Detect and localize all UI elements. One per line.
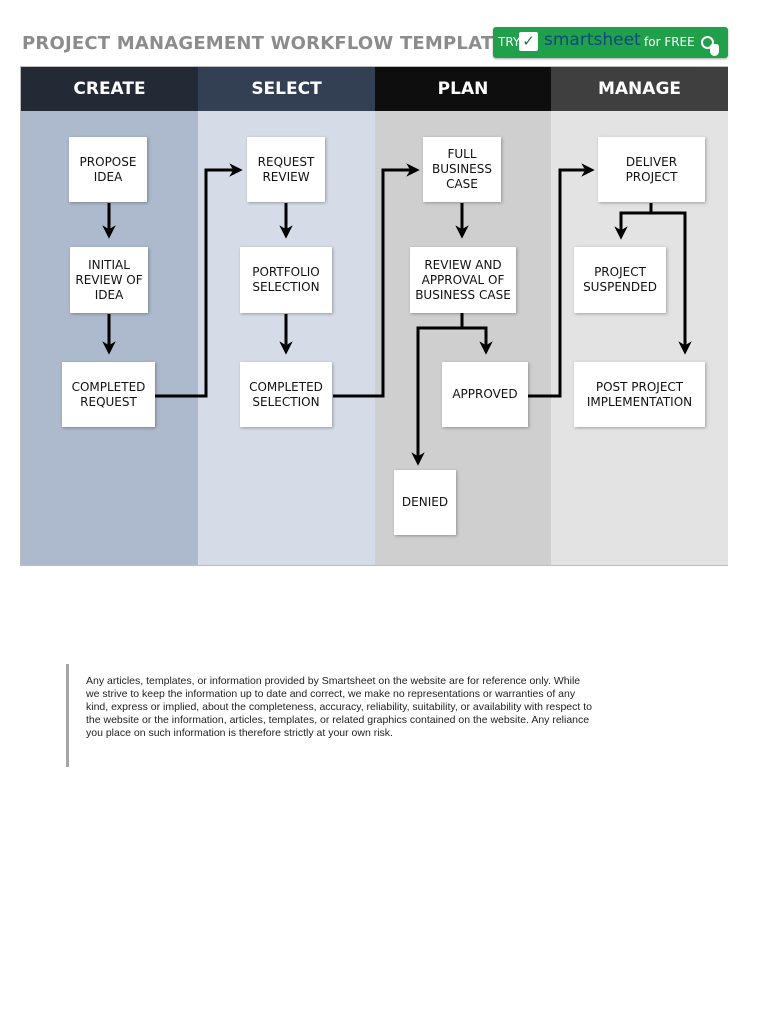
lane-header-create: CREATE <box>21 67 198 111</box>
promo-try-label: TRY <box>498 35 521 49</box>
step-completed-selection: COMPLETED SELECTION <box>240 362 332 427</box>
step-approved: APPROVED <box>442 362 528 427</box>
logo-part-b: sheet <box>593 30 641 50</box>
step-initial-review: INITIAL REVIEW OF IDEA <box>70 247 148 313</box>
logo-part-a: smart <box>544 30 594 50</box>
step-request-review: REQUEST REVIEW <box>247 137 325 202</box>
disclaimer-text: Any articles, templates, or information … <box>66 664 596 767</box>
step-review-approval: REVIEW AND APPROVAL OF BUSINESS CASE <box>410 247 516 313</box>
pointer-hand-icon <box>701 36 719 56</box>
step-deliver-project: DELIVER PROJECT <box>598 137 705 202</box>
promo-free-label: for FREE <box>644 35 695 49</box>
smartsheet-logo: smartsheet <box>544 30 641 50</box>
step-completed-request: COMPLETED REQUEST <box>62 362 155 427</box>
step-full-business-case: FULL BUSINESS CASE <box>423 137 501 202</box>
page-title: PROJECT MANAGEMENT WORKFLOW TEMPLATE <box>22 33 506 54</box>
step-portfolio-selection: PORTFOLIO SELECTION <box>240 247 332 313</box>
step-propose-idea: PROPOSE IDEA <box>69 137 147 202</box>
step-denied: DENIED <box>394 470 456 535</box>
lane-header-select: SELECT <box>198 67 375 111</box>
step-post-project: POST PROJECT IMPLEMENTATION <box>574 362 705 427</box>
lane-header-plan: PLAN <box>375 67 551 111</box>
checkmark-icon: ✓ <box>519 32 538 51</box>
step-project-suspended: PROJECT SUSPENDED <box>574 247 666 313</box>
lane-header-manage: MANAGE <box>551 67 728 111</box>
try-smartsheet-button[interactable]: TRY ✓ smartsheet for FREE <box>493 27 728 58</box>
